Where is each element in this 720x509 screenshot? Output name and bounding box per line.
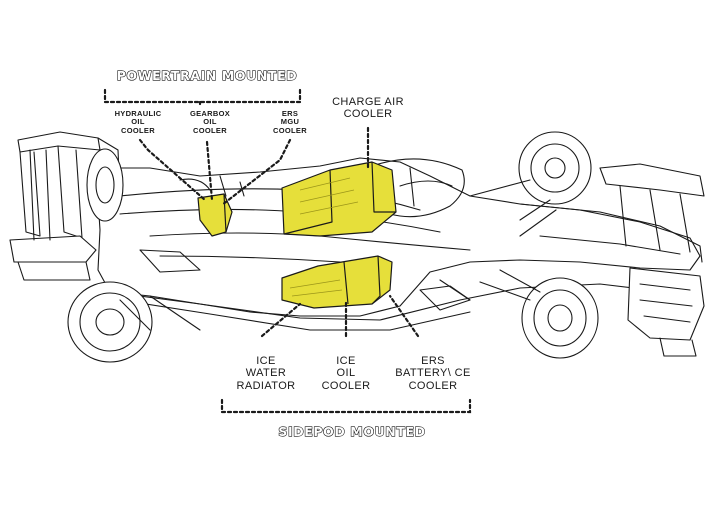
rear-wheel-bottom <box>67 281 153 363</box>
ice-water-line-1: ICE <box>256 355 276 367</box>
gearbox-line-3: COOLER <box>193 125 227 135</box>
ice-water-line-3: RADIATOR <box>236 379 296 392</box>
ers-battery-line-2: BATTERY\ CE <box>395 367 471 380</box>
charge-air-cooler-part <box>281 161 397 237</box>
gearbox-line-2: OIL <box>203 117 217 127</box>
powertrain-mounted-heading: POWERTRAIN MOUNTED <box>116 68 298 83</box>
ice-water-line-2: WATER <box>245 367 287 380</box>
leader-lines <box>103 88 472 414</box>
hydraulic-line-1: HYDRAULIC <box>114 109 162 118</box>
ers-battery-cooler-label: ERS BATTERY\ CE COOLER <box>388 355 478 392</box>
hydraulic-oil-cooler-label: HYDRAULIC OIL COOLER <box>110 109 166 135</box>
charge-air-line-1: CHARGE AIR <box>332 96 404 108</box>
ers-mgu-cooler-label: ERS MGU COOLER <box>262 109 318 135</box>
ers-mgu-line-3: COOLER <box>273 125 307 135</box>
ice-oil-line-3: COOLER <box>321 379 371 392</box>
ice-oil-line-1: ICE <box>336 355 356 367</box>
ice-water-radiator-part <box>281 255 393 309</box>
charge-air-cooler-label: CHARGE AIR COOLER <box>318 96 418 121</box>
hydraulic-line-2: OIL <box>131 117 145 127</box>
rear-wheel-top <box>86 148 124 222</box>
front-wing <box>599 163 705 357</box>
gearbox-oil-cooler-part <box>197 193 233 237</box>
ers-battery-line-3: COOLER <box>408 379 458 392</box>
ice-oil-line-2: OIL <box>336 367 356 380</box>
sidepod-mounted-heading: SIDEPOD MOUNTED <box>278 424 426 439</box>
hydraulic-line-3: COOLER <box>121 125 155 135</box>
charge-air-line-2: COOLER <box>343 108 393 121</box>
front-wheel-bottom <box>521 277 599 359</box>
gearbox-oil-cooler-label: GEARBOX OIL COOLER <box>182 109 238 135</box>
front-wheel-top <box>518 131 592 205</box>
cockpit-halo <box>371 158 465 218</box>
ers-mgu-line-2: MGU <box>280 117 300 127</box>
ice-water-radiator-label: ICE WATER RADIATOR <box>228 355 304 392</box>
ers-mgu-line-1: ERS <box>281 109 299 118</box>
ers-battery-line-1: ERS <box>421 355 445 367</box>
ice-oil-cooler-label: ICE OIL COOLER <box>310 355 382 392</box>
gearbox-line-1: GEARBOX <box>189 109 231 118</box>
